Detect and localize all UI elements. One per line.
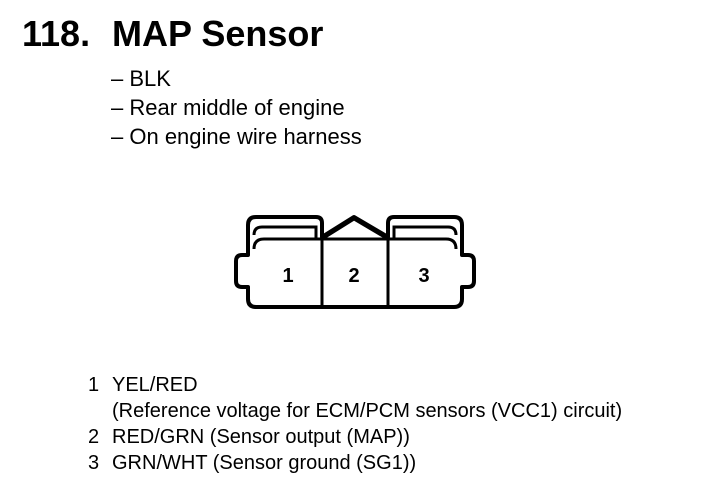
terminal-label: 1: [282, 265, 293, 287]
pin-wire: RED/GRN (Sensor output (MAP)): [112, 426, 410, 448]
pin-number: 2: [88, 426, 100, 448]
pin-list: 1 YEL/RED (Reference voltage for ECM/PCM…: [88, 372, 622, 476]
connector-color: BLK: [111, 64, 362, 93]
connector-location: Rear middle of engine: [111, 93, 362, 122]
component-name: MAP Sensor: [112, 13, 324, 54]
pin-wire: GRN/WHT (Sensor ground (SG1)): [112, 452, 417, 474]
section-number: 118.: [22, 13, 91, 54]
page-title: 118. MAP Sensor: [22, 14, 323, 54]
component-details: BLK Rear middle of engine On engine wire…: [111, 64, 362, 151]
pin-number: 1: [88, 374, 100, 396]
connector-housing: [234, 215, 476, 309]
pin-item: 2 RED/GRN (Sensor output (MAP)): [88, 424, 622, 450]
connector-harness: On engine wire harness: [111, 122, 361, 151]
pin-wire: YEL/RED: [112, 374, 198, 396]
pin-description: (Reference voltage for ECM/PCM sensors (…: [112, 400, 623, 422]
left-lock-tab: [252, 225, 318, 239]
pin-item: 3 GRN/WHT (Sensor ground (SG1)): [88, 450, 622, 476]
right-lock-tab: [392, 225, 458, 239]
center-key: [321, 217, 389, 241]
pin-number: 3: [88, 452, 100, 474]
terminal-label: 3: [418, 265, 429, 287]
pin-item: 1 YEL/RED (Reference voltage for ECM/PCM…: [88, 372, 622, 424]
terminal-label: 2: [348, 265, 359, 287]
connector-diagram: 1 2 3: [234, 215, 476, 309]
terminal-area-top: [252, 237, 458, 250]
